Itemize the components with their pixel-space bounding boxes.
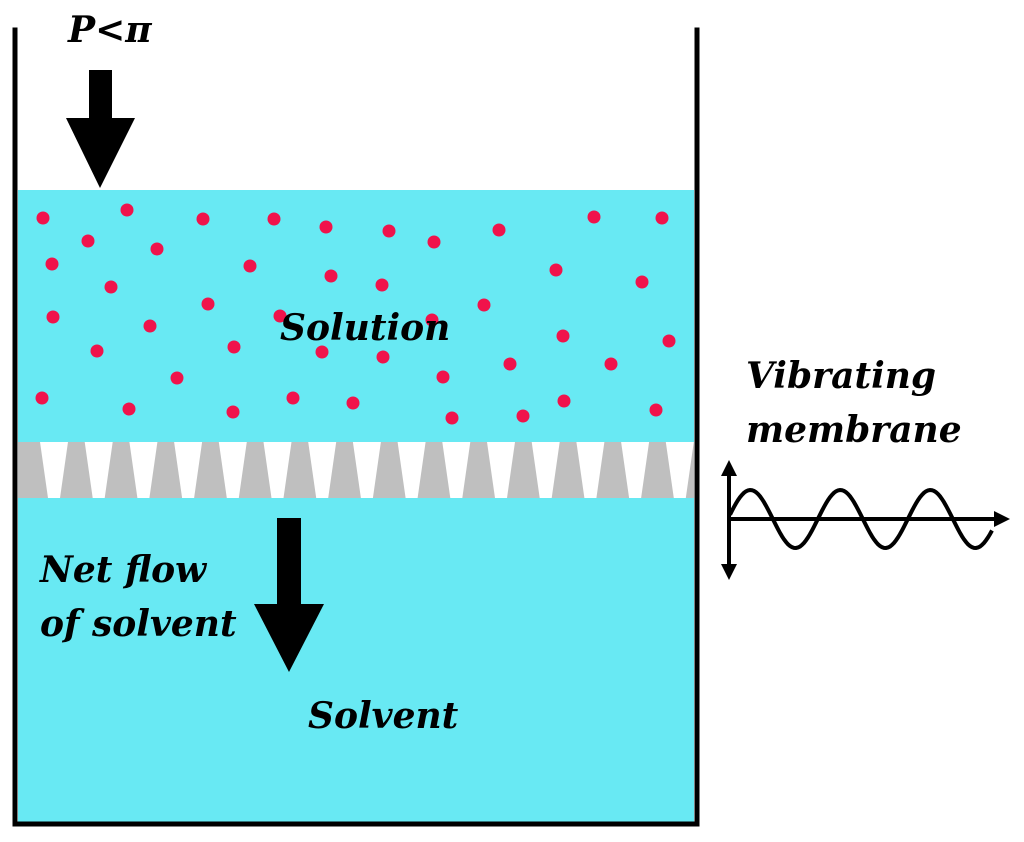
solute-particle	[655, 211, 669, 225]
solute-particle	[324, 269, 338, 283]
solute-particle	[226, 405, 240, 419]
membrane-pore	[263, 442, 292, 498]
pressure-label: P<π	[67, 9, 152, 51]
flow-arrow-icon	[254, 518, 324, 672]
axis-arrow-down-icon	[721, 564, 737, 580]
membrane-pore	[174, 442, 203, 498]
membrane-pore	[576, 442, 605, 498]
solute-particle	[549, 263, 563, 277]
solute-particle	[122, 402, 136, 416]
membrane-pore	[397, 442, 426, 498]
solute-particle	[45, 257, 59, 271]
solute-particle	[170, 371, 184, 385]
solute-particle	[267, 212, 281, 226]
solute-particle	[227, 340, 241, 354]
solvent-label: Solvent	[308, 695, 459, 737]
membrane-pore	[487, 442, 515, 498]
solute-particle	[436, 370, 450, 384]
solute-particle	[346, 396, 360, 410]
membrane-pore	[531, 442, 560, 498]
sine-wave-icon	[728, 487, 994, 551]
membrane-pore	[352, 442, 381, 498]
membrane-pore	[40, 442, 68, 498]
solute-particle	[201, 297, 215, 311]
solute-particle	[243, 259, 257, 273]
vibration-indicator	[721, 460, 1010, 580]
membrane-pore	[84, 442, 113, 498]
solute-particle	[46, 310, 60, 324]
vibrating-label: Vibrating	[746, 355, 936, 397]
membrane-label: membrane	[746, 409, 962, 451]
solute-particle	[477, 298, 491, 312]
solution-label: Solution	[280, 307, 450, 349]
solute-particles	[35, 203, 676, 425]
solute-particle	[273, 309, 287, 323]
solute-particle	[382, 224, 396, 238]
solute-particle	[635, 275, 649, 289]
solute-particle	[492, 223, 506, 237]
of-solvent-label: of solvent	[40, 603, 237, 645]
solute-particle	[35, 391, 49, 405]
solute-particle	[375, 278, 389, 292]
solute-particle	[503, 357, 517, 371]
solute-particle	[425, 313, 439, 327]
solute-particle	[196, 212, 210, 226]
membrane	[18, 442, 694, 498]
solute-particle	[557, 394, 571, 408]
membrane-pore	[129, 442, 158, 498]
membrane-pores	[40, 442, 694, 498]
axis-arrow-right-icon	[994, 511, 1010, 527]
net-flow-label: Net flow	[39, 549, 208, 591]
solute-particle	[150, 242, 164, 256]
membrane-pore	[665, 442, 694, 498]
solute-particle	[556, 329, 570, 343]
axis-arrow-up-icon	[721, 460, 737, 476]
solute-particle	[649, 403, 663, 417]
solute-particle	[427, 235, 441, 249]
solute-particle	[662, 334, 676, 348]
beaker	[12, 27, 700, 827]
solute-particle	[143, 319, 157, 333]
solute-particle	[315, 345, 329, 359]
solute-particle	[286, 391, 300, 405]
solute-particle	[445, 411, 459, 425]
solute-particle	[36, 211, 50, 225]
pressure-arrow-icon	[66, 70, 135, 188]
solute-particle	[319, 220, 333, 234]
solute-particle	[81, 234, 95, 248]
solute-particle	[376, 350, 390, 364]
solute-particle	[604, 357, 618, 371]
membrane-pore	[621, 442, 650, 498]
solute-particle	[587, 210, 601, 224]
solvent-region	[18, 498, 694, 822]
solute-particle	[90, 344, 104, 358]
solute-particle	[120, 203, 134, 217]
solute-particle	[104, 280, 118, 294]
membrane-pore	[218, 442, 247, 498]
solute-particle	[516, 409, 530, 423]
membrane-pore	[308, 442, 337, 498]
membrane-pore	[442, 442, 471, 498]
